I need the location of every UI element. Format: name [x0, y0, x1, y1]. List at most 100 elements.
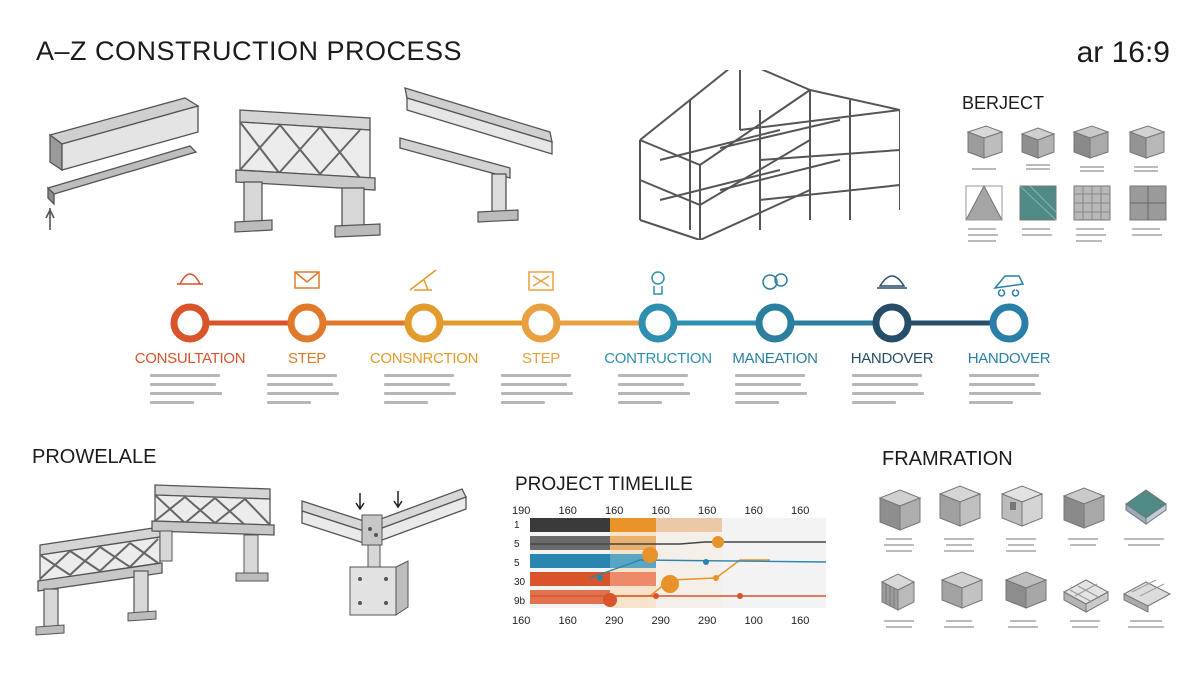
- material-tile-cube-1: [966, 125, 1004, 159]
- building-skeleton: [639, 70, 900, 240]
- gantt-bar-light-red: [610, 572, 656, 586]
- framration-tile-9: [1062, 579, 1110, 613]
- milestone-dot: [653, 593, 659, 599]
- berject-material-grid: [958, 120, 1178, 260]
- timeline-step-description: [852, 374, 948, 410]
- process-timeline: CONSULTATION STEP CONSNRCTION STEP CONTRUCTI…: [0, 250, 1200, 440]
- timeline-step-description: [969, 374, 1065, 410]
- material-tile-cube-4: [1128, 125, 1166, 159]
- aspect-ratio-label: ar 16:9: [1076, 36, 1170, 69]
- gantt-bar-red-2: [530, 590, 610, 604]
- milestone-dot: [642, 547, 658, 563]
- top-tick-label: 160: [559, 505, 577, 517]
- timeline-step-description: [735, 374, 831, 410]
- settings-icon: [762, 273, 788, 290]
- timeline-node: [170, 303, 210, 343]
- prowelale-section-title: PROWELALE: [32, 446, 157, 468]
- timeline-node: [287, 303, 327, 343]
- timeline-step-label: STEP: [522, 350, 560, 367]
- i-beam-lower-left: [46, 145, 198, 206]
- top-tick-label: 160: [652, 505, 670, 517]
- gear-icon: [651, 271, 665, 295]
- milestone-dot: [603, 593, 617, 607]
- timeline-step-label: HANDOVER: [967, 350, 1051, 367]
- row-label: 5: [514, 539, 520, 550]
- bottom-tick-label: 290: [605, 615, 623, 627]
- timeline-step-description: [267, 374, 363, 410]
- top-tick-label: 160: [745, 505, 763, 517]
- top-tick-label: 160: [698, 505, 716, 517]
- timeline-node: [872, 303, 912, 343]
- framration-tile-8: [1004, 571, 1048, 609]
- framration-tile-7: [940, 571, 984, 609]
- milestone-dot: [712, 536, 724, 548]
- material-tile-wedge: [965, 184, 1003, 221]
- project-timeline-title: PROJECT TIMELILE: [515, 474, 693, 495]
- framration-cube-5: [1125, 489, 1167, 525]
- progress-line-dark: [530, 541, 826, 545]
- material-tile-cube-3: [1072, 125, 1110, 159]
- timeline-step-label: CONTRUCTION: [604, 350, 712, 367]
- bottom-tick-label: 290: [652, 615, 670, 627]
- milestone-dot: [703, 559, 709, 565]
- safety-helmet-icon: [177, 273, 203, 285]
- blueprint-icon: [528, 271, 554, 291]
- material-tile-grid: [1073, 185, 1111, 221]
- timeline-step-label: CONSULTATION: [134, 350, 246, 367]
- timeline-step-description: [618, 374, 714, 410]
- top-tick-label: 190: [512, 505, 530, 517]
- timeline-step-label: STEP: [288, 350, 326, 367]
- hardhat-icon: [877, 275, 907, 289]
- row-label: 30: [514, 577, 526, 588]
- timeline-node: [404, 303, 444, 343]
- material-tile-panel: [1129, 185, 1167, 221]
- truss-frame-back: [151, 484, 275, 582]
- bottom-tick-label: 160: [512, 615, 530, 627]
- bottom-tick-label: 290: [698, 615, 716, 627]
- milestone-dot: [661, 575, 679, 593]
- framration-cube-4: [1062, 487, 1106, 529]
- crane-icon: [409, 269, 437, 291]
- page-title: A–Z CONSTRUCTION PROCESS: [36, 36, 463, 66]
- truss-frame-front: [35, 526, 163, 636]
- timeline-step-description: [150, 374, 246, 410]
- row-label: 9b: [514, 596, 526, 607]
- berject-section-title: BERJECT: [962, 93, 1045, 113]
- framration-cube-3: [1000, 485, 1044, 527]
- timeline-step-label: CONSNRCTION: [369, 350, 479, 367]
- timeline-step-description: [384, 374, 480, 410]
- row-label: 5: [514, 558, 520, 569]
- gantt-bar-blue: [530, 554, 610, 568]
- timeline-node: [755, 303, 795, 343]
- chart-band: [656, 518, 722, 608]
- timeline-step-label: MANEATION: [732, 350, 818, 367]
- progress-line-blue: [589, 559, 827, 579]
- framration-cube-2: [938, 485, 982, 527]
- timeline-node: [521, 303, 561, 343]
- milestone-dot: [713, 575, 719, 581]
- framration-section-title: FRAMRATION: [882, 448, 1013, 470]
- i-beam-top-left: [48, 97, 200, 172]
- row-label: 1: [514, 520, 520, 531]
- gantt-bar-dark: [530, 518, 610, 532]
- timeline-node: [638, 303, 678, 343]
- truck-icon: [993, 275, 1025, 297]
- beam-column-joint: [301, 488, 467, 616]
- bottom-tick-label: 160: [791, 615, 809, 627]
- milestone-dot: [597, 575, 603, 581]
- envelope-icon: [294, 271, 320, 289]
- bottom-tick-label: 160: [559, 615, 577, 627]
- bottom-tick-label: 100: [745, 615, 763, 627]
- timeline-node: [989, 303, 1029, 343]
- material-tile-glass: [1019, 185, 1057, 221]
- framration-tile-10: [1122, 579, 1172, 613]
- truss-frame: [234, 109, 381, 238]
- gantt-bar-beige: [656, 518, 722, 532]
- framration-tile-6: [880, 573, 916, 611]
- timeline-step-description: [501, 374, 597, 410]
- gantt-bar-light-orange: [610, 536, 656, 550]
- gantt-bar-grey: [530, 536, 610, 550]
- framration-material-grid: [878, 485, 1172, 628]
- framration-cube-1: [878, 489, 922, 531]
